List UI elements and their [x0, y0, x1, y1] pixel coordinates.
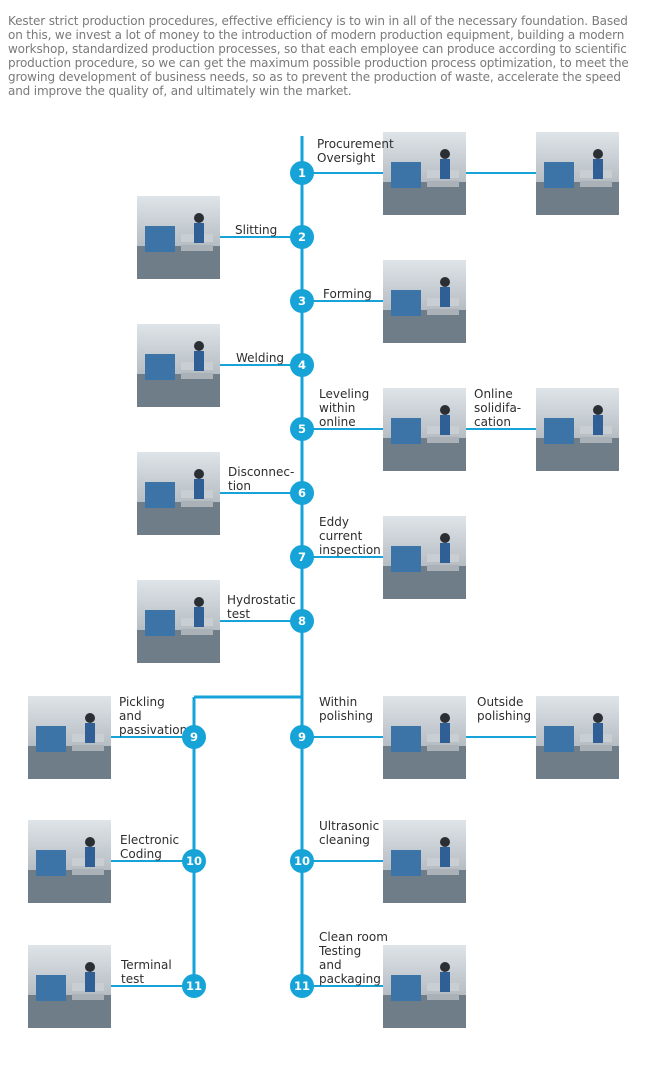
hydrostatic-test-photo — [137, 580, 220, 663]
left-step-label-11: Terminal test — [121, 958, 172, 986]
step-node-3: 3 — [290, 289, 314, 313]
pipe-bundle-photo — [383, 696, 466, 779]
step-label-3: Forming — [323, 287, 372, 301]
left-step-node-9: 9 — [182, 725, 206, 749]
step-node-4: 4 — [290, 353, 314, 377]
clean-room-packaging-photo — [383, 945, 466, 1028]
welding-machine-photo — [137, 324, 220, 407]
step-label-11: Clean room Testing and packaging — [319, 930, 388, 986]
step-label-1: Procurement Oversight — [317, 137, 394, 165]
step-node-1: 1 — [290, 161, 314, 185]
left-step-label-10: Electronic Coding — [120, 833, 180, 861]
lab-technician-testing-photo — [383, 132, 466, 215]
step-label-7: Eddy current inspection — [319, 515, 381, 557]
step-node-7: 7 — [290, 545, 314, 569]
step-node-8: 8 — [290, 609, 314, 633]
pipe-cutting-saw-photo — [137, 452, 220, 535]
tube-forming-rollers-photo — [383, 260, 466, 343]
outside-polishing-machine-photo — [536, 696, 619, 779]
eddy-current-booth-photo — [383, 516, 466, 599]
step-label-6: Disconnec- tion — [228, 465, 295, 493]
online-leveling-photo — [383, 388, 466, 471]
step-node-5: 5 — [290, 417, 314, 441]
step-label-10: Ultrasonic cleaning — [319, 819, 380, 847]
coding-machine-photo — [28, 820, 111, 903]
left-step-node-11: 11 — [182, 974, 206, 998]
step-node-9: 9 — [290, 725, 314, 749]
step-node-11: 11 — [290, 974, 314, 998]
intro-paragraph: Kester strict production procedures, eff… — [8, 14, 629, 98]
step-label-4: Welding — [236, 351, 285, 365]
step-label-9: Within polishing — [319, 695, 374, 723]
step-label-5: Leveling within online — [319, 387, 370, 429]
step-node-2: 2 — [290, 225, 314, 249]
solidification-machine-photo — [536, 388, 619, 471]
step-label-8: Hydrostatic test — [227, 593, 296, 621]
branch-label-step-5: Online solidifa- cation — [474, 387, 522, 429]
left-step-node-10: 10 — [182, 849, 206, 873]
ultrasonic-cleaning-photo — [383, 820, 466, 903]
step-node-10: 10 — [290, 849, 314, 873]
terminal-test-photo — [28, 945, 111, 1028]
left-step-label-9: Pickling and passivation — [119, 695, 188, 737]
lab-staff-photo — [536, 132, 619, 215]
branch-label-step-9: Outside polishing — [477, 695, 532, 723]
steel-coil-slitting-photo — [137, 196, 220, 279]
pickling-line-photo — [28, 696, 111, 779]
step-node-6: 6 — [290, 481, 314, 505]
step-label-2: Slitting — [235, 223, 278, 237]
